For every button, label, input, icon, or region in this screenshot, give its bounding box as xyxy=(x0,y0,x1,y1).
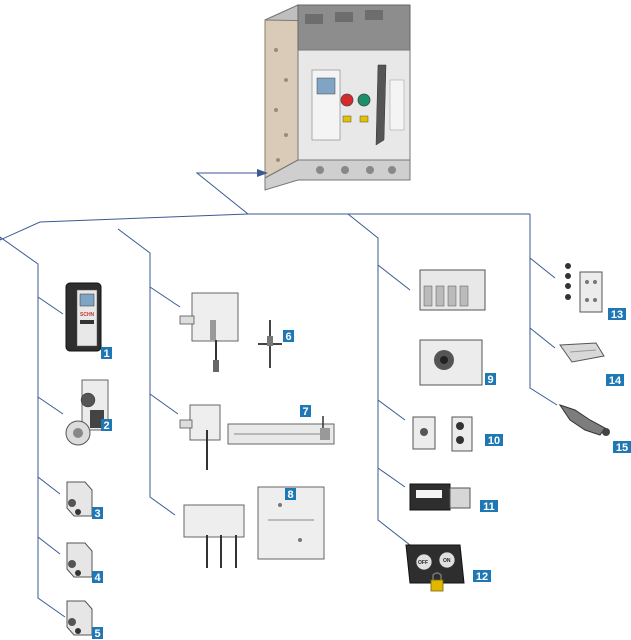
badge-mechanical-interlock-multi-cable: 8 xyxy=(285,488,296,501)
badge-number: 11 xyxy=(483,501,495,513)
trip-unit-controller: SCHN xyxy=(65,282,102,352)
badge-number: 5 xyxy=(94,628,100,640)
badge-number: 7 xyxy=(302,406,308,418)
rail-lock-bracket xyxy=(558,404,610,436)
controller-brand-label: SCHN xyxy=(80,312,95,318)
position-switches xyxy=(412,416,473,452)
connector-lines xyxy=(0,169,558,618)
aux-contact-block xyxy=(419,269,486,386)
badge-box xyxy=(485,373,496,385)
badge-box xyxy=(606,374,624,386)
badge-number: 12 xyxy=(476,571,488,583)
interlock-multi-cable xyxy=(183,486,325,568)
badge-number: 15 xyxy=(616,442,628,454)
badge-number: 1 xyxy=(103,348,109,360)
badge-motor-operator: 2 xyxy=(101,419,112,432)
badge-box xyxy=(92,627,103,639)
badge-number: 3 xyxy=(94,508,100,520)
badge-number: 4 xyxy=(94,572,101,584)
badge-box xyxy=(300,405,311,417)
badge-box xyxy=(101,347,112,359)
badge-box xyxy=(485,434,503,446)
badge-box xyxy=(283,330,294,342)
badge-box xyxy=(92,571,103,583)
badge-number: 6 xyxy=(285,331,291,343)
badge-number: 10 xyxy=(488,435,500,447)
badge-shunt-release-coil: 3 xyxy=(92,507,103,520)
badge-padlock-cover: 12 xyxy=(473,570,491,583)
badge-operation-counter: 11 xyxy=(480,500,498,513)
badge-trip-unit-controller: 1 xyxy=(101,347,112,360)
badge-box xyxy=(285,488,296,500)
off-button xyxy=(340,93,354,107)
badge-box xyxy=(101,419,112,431)
badge-terminal-cover: 14 xyxy=(606,374,624,387)
padlock-cover: OFF ON xyxy=(405,544,465,592)
badge-closing-release-coil: 4 xyxy=(92,571,103,584)
badge-number: 8 xyxy=(287,489,293,501)
motor-operator xyxy=(65,379,109,446)
badge-auxiliary-contact-block: 9 xyxy=(485,373,496,386)
badge-position-switches: 10 xyxy=(485,434,503,447)
main-breaker-unit xyxy=(264,4,411,191)
badge-rail-lock-bracket: 15 xyxy=(613,441,631,454)
coil-5 xyxy=(66,600,93,636)
coil-4 xyxy=(66,542,93,578)
badge-mechanical-interlock-single-cable: 6 xyxy=(283,330,294,343)
badge-box xyxy=(92,507,103,519)
badge-box xyxy=(608,308,626,320)
badge-undervoltage-release-coil: 5 xyxy=(92,627,103,640)
interlock-single-cable xyxy=(179,292,282,372)
badge-number: 14 xyxy=(609,375,622,387)
badge-number: 2 xyxy=(103,420,109,432)
operation-counter xyxy=(409,483,471,511)
interlock-rod xyxy=(179,404,335,470)
coil-3 xyxy=(66,481,93,517)
badge-box xyxy=(480,500,498,512)
arrow-head xyxy=(257,169,268,177)
badge-number: 9 xyxy=(487,374,493,386)
off-knob-label: OFF xyxy=(418,560,428,566)
badge-box xyxy=(473,570,491,582)
on-knob-label: ON xyxy=(443,558,451,564)
badge-key-lock-set: 13 xyxy=(608,308,626,321)
badge-number: 13 xyxy=(611,309,623,321)
badge-box xyxy=(613,441,631,453)
terminal-cover xyxy=(559,342,605,363)
badge-mechanical-interlock-rod: 7 xyxy=(300,405,311,418)
key-lock-set xyxy=(565,263,603,313)
on-button xyxy=(357,93,371,107)
